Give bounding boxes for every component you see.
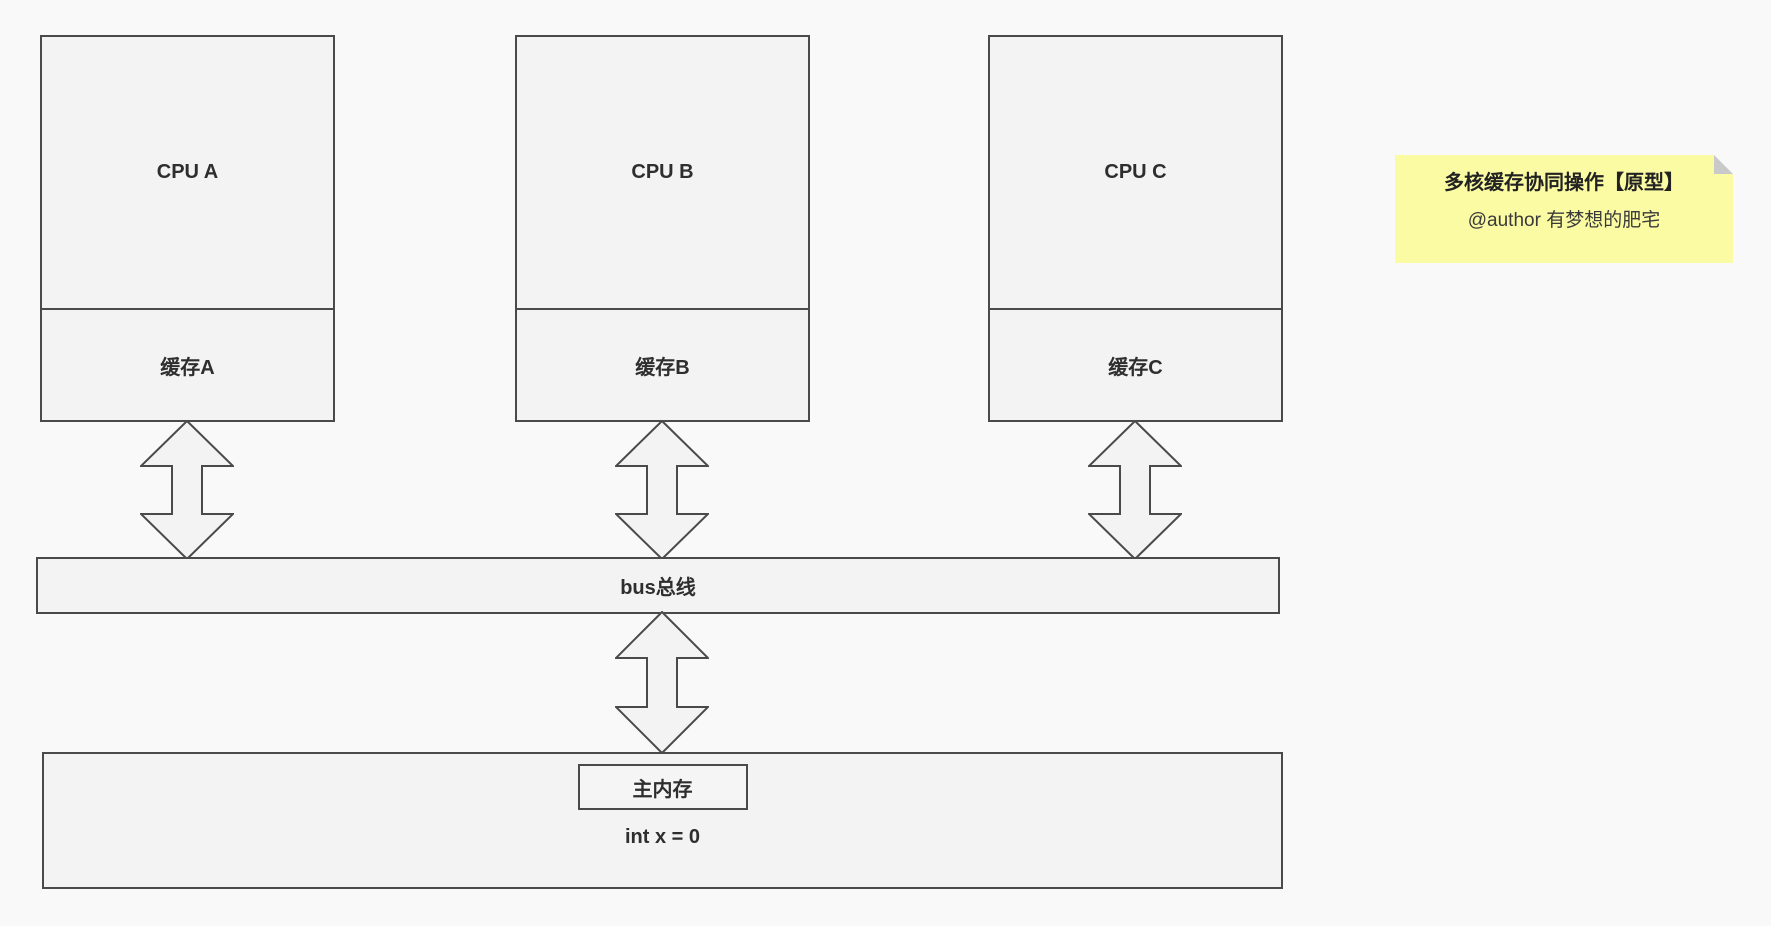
cpu-b-group: CPU B 缓存B bbox=[515, 35, 810, 422]
main-memory-label: 主内存 bbox=[632, 778, 693, 801]
cpu-a-box: CPU A bbox=[40, 35, 335, 310]
cpu-a-group: CPU A 缓存A bbox=[40, 35, 335, 422]
memory-value-text: int x = 0 bbox=[624, 826, 701, 848]
main-memory-title-box: 主内存 bbox=[577, 764, 748, 810]
cpu-b-box: CPU B bbox=[515, 35, 810, 310]
cpu-a-label: CPU A bbox=[156, 161, 219, 183]
cache-c-box: 缓存C bbox=[988, 308, 1283, 422]
double-arrow-icon-cache-b-bus bbox=[613, 419, 711, 565]
double-arrow-icon-cache-a-bus bbox=[138, 419, 236, 565]
cpu-c-label: CPU C bbox=[1104, 161, 1167, 183]
double-arrow-icon-cache-c-bus bbox=[1086, 419, 1184, 565]
cpu-c-group: CPU C 缓存C bbox=[988, 35, 1283, 422]
bus-label: bus总线 bbox=[620, 577, 696, 599]
cache-b-label: 缓存B bbox=[635, 356, 690, 379]
note-author: @author 有梦想的肥宅 bbox=[1467, 210, 1661, 231]
cache-c-label: 缓存C bbox=[1108, 356, 1163, 379]
bus-bar: bus总线 bbox=[36, 557, 1280, 614]
cache-b-box: 缓存B bbox=[515, 308, 810, 422]
double-arrow-icon-bus-memory bbox=[613, 610, 711, 759]
note-fold-corner-icon bbox=[1714, 155, 1733, 174]
main-memory-box: 主内存 int x = 0 bbox=[42, 752, 1283, 889]
cpu-b-label: CPU B bbox=[631, 161, 694, 183]
cache-a-box: 缓存A bbox=[40, 308, 335, 422]
cache-a-label: 缓存A bbox=[160, 356, 215, 379]
sticky-note: 多核缓存协同操作【原型】 @author 有梦想的肥宅 bbox=[1395, 155, 1733, 263]
note-title: 多核缓存协同操作【原型】 bbox=[1444, 172, 1684, 194]
cpu-c-box: CPU C bbox=[988, 35, 1283, 310]
